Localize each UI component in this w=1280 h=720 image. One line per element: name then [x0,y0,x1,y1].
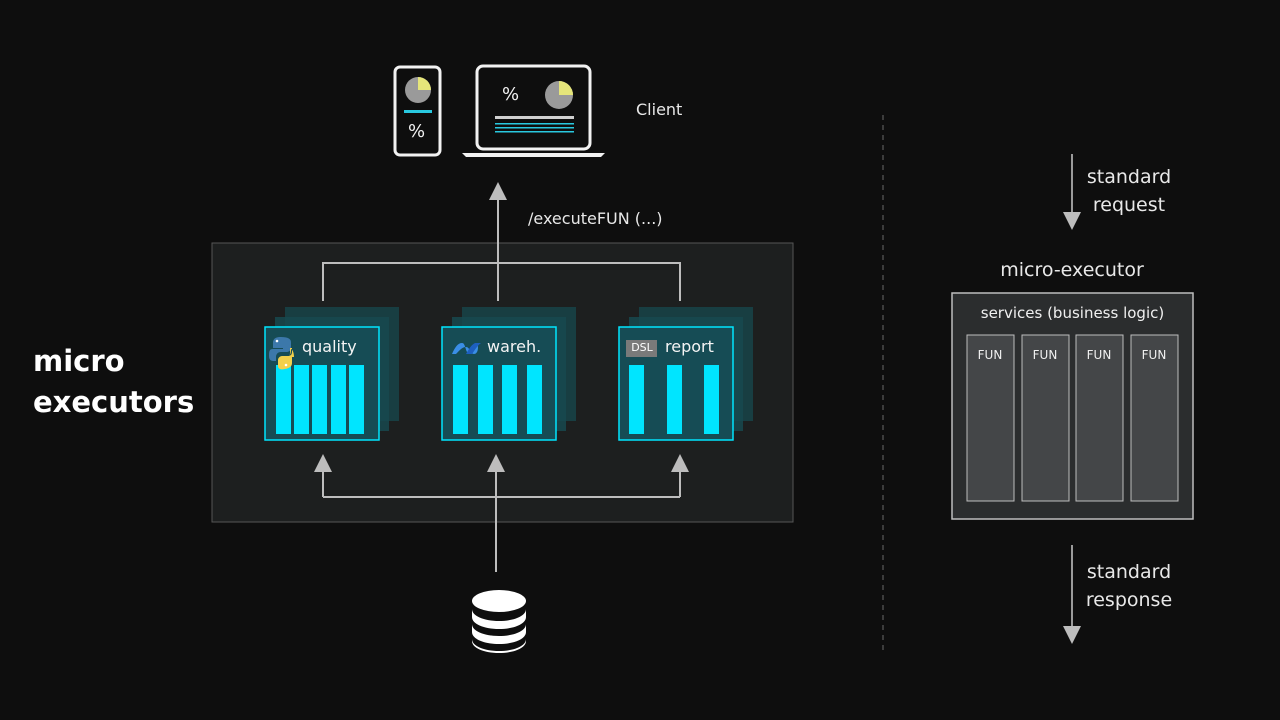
executor-name-report: report [665,337,714,356]
database-icon [472,590,526,653]
fun-slot-1 [966,334,1015,502]
executor-card-quality [264,307,399,441]
fun-label-2: FUN [1032,348,1058,362]
executor-name-wareh: wareh. [487,337,542,356]
executor-card-report [618,307,753,441]
wave-icon [452,343,481,354]
fun-slot-3 [1075,334,1124,502]
micro-executor-title: micro-executor [1000,259,1144,281]
top-connector-line [322,262,681,301]
dsl-badge [626,340,657,357]
laptop-icon [462,64,605,157]
request-label-line-1: standard [1086,166,1172,188]
phone-percent: % [408,121,426,142]
services-label: services (business logic) [980,304,1165,322]
executor-name-quality: quality [302,337,357,356]
response-label-line-2: response [1085,589,1173,611]
title-line-2: executors [33,385,195,419]
fun-label-4: FUN [1141,348,1167,362]
request-label-line-2: request [1092,194,1166,216]
fun-label-3: FUN [1086,348,1112,362]
python-icon [269,337,294,370]
client-label: Client [636,100,683,119]
dsl-badge-text: DSL [631,341,653,354]
phone-icon [393,65,442,157]
executor-card-wareh [441,307,576,441]
title-line-1: micro [33,344,125,378]
response-label-line-1: standard [1086,561,1172,583]
fun-slot-4 [1130,334,1179,502]
endpoint-label: /executeFUN (...) [528,209,663,228]
fun-slot-2 [1021,334,1070,502]
fun-label-1: FUN [977,348,1003,362]
laptop-percent: % [502,84,520,105]
